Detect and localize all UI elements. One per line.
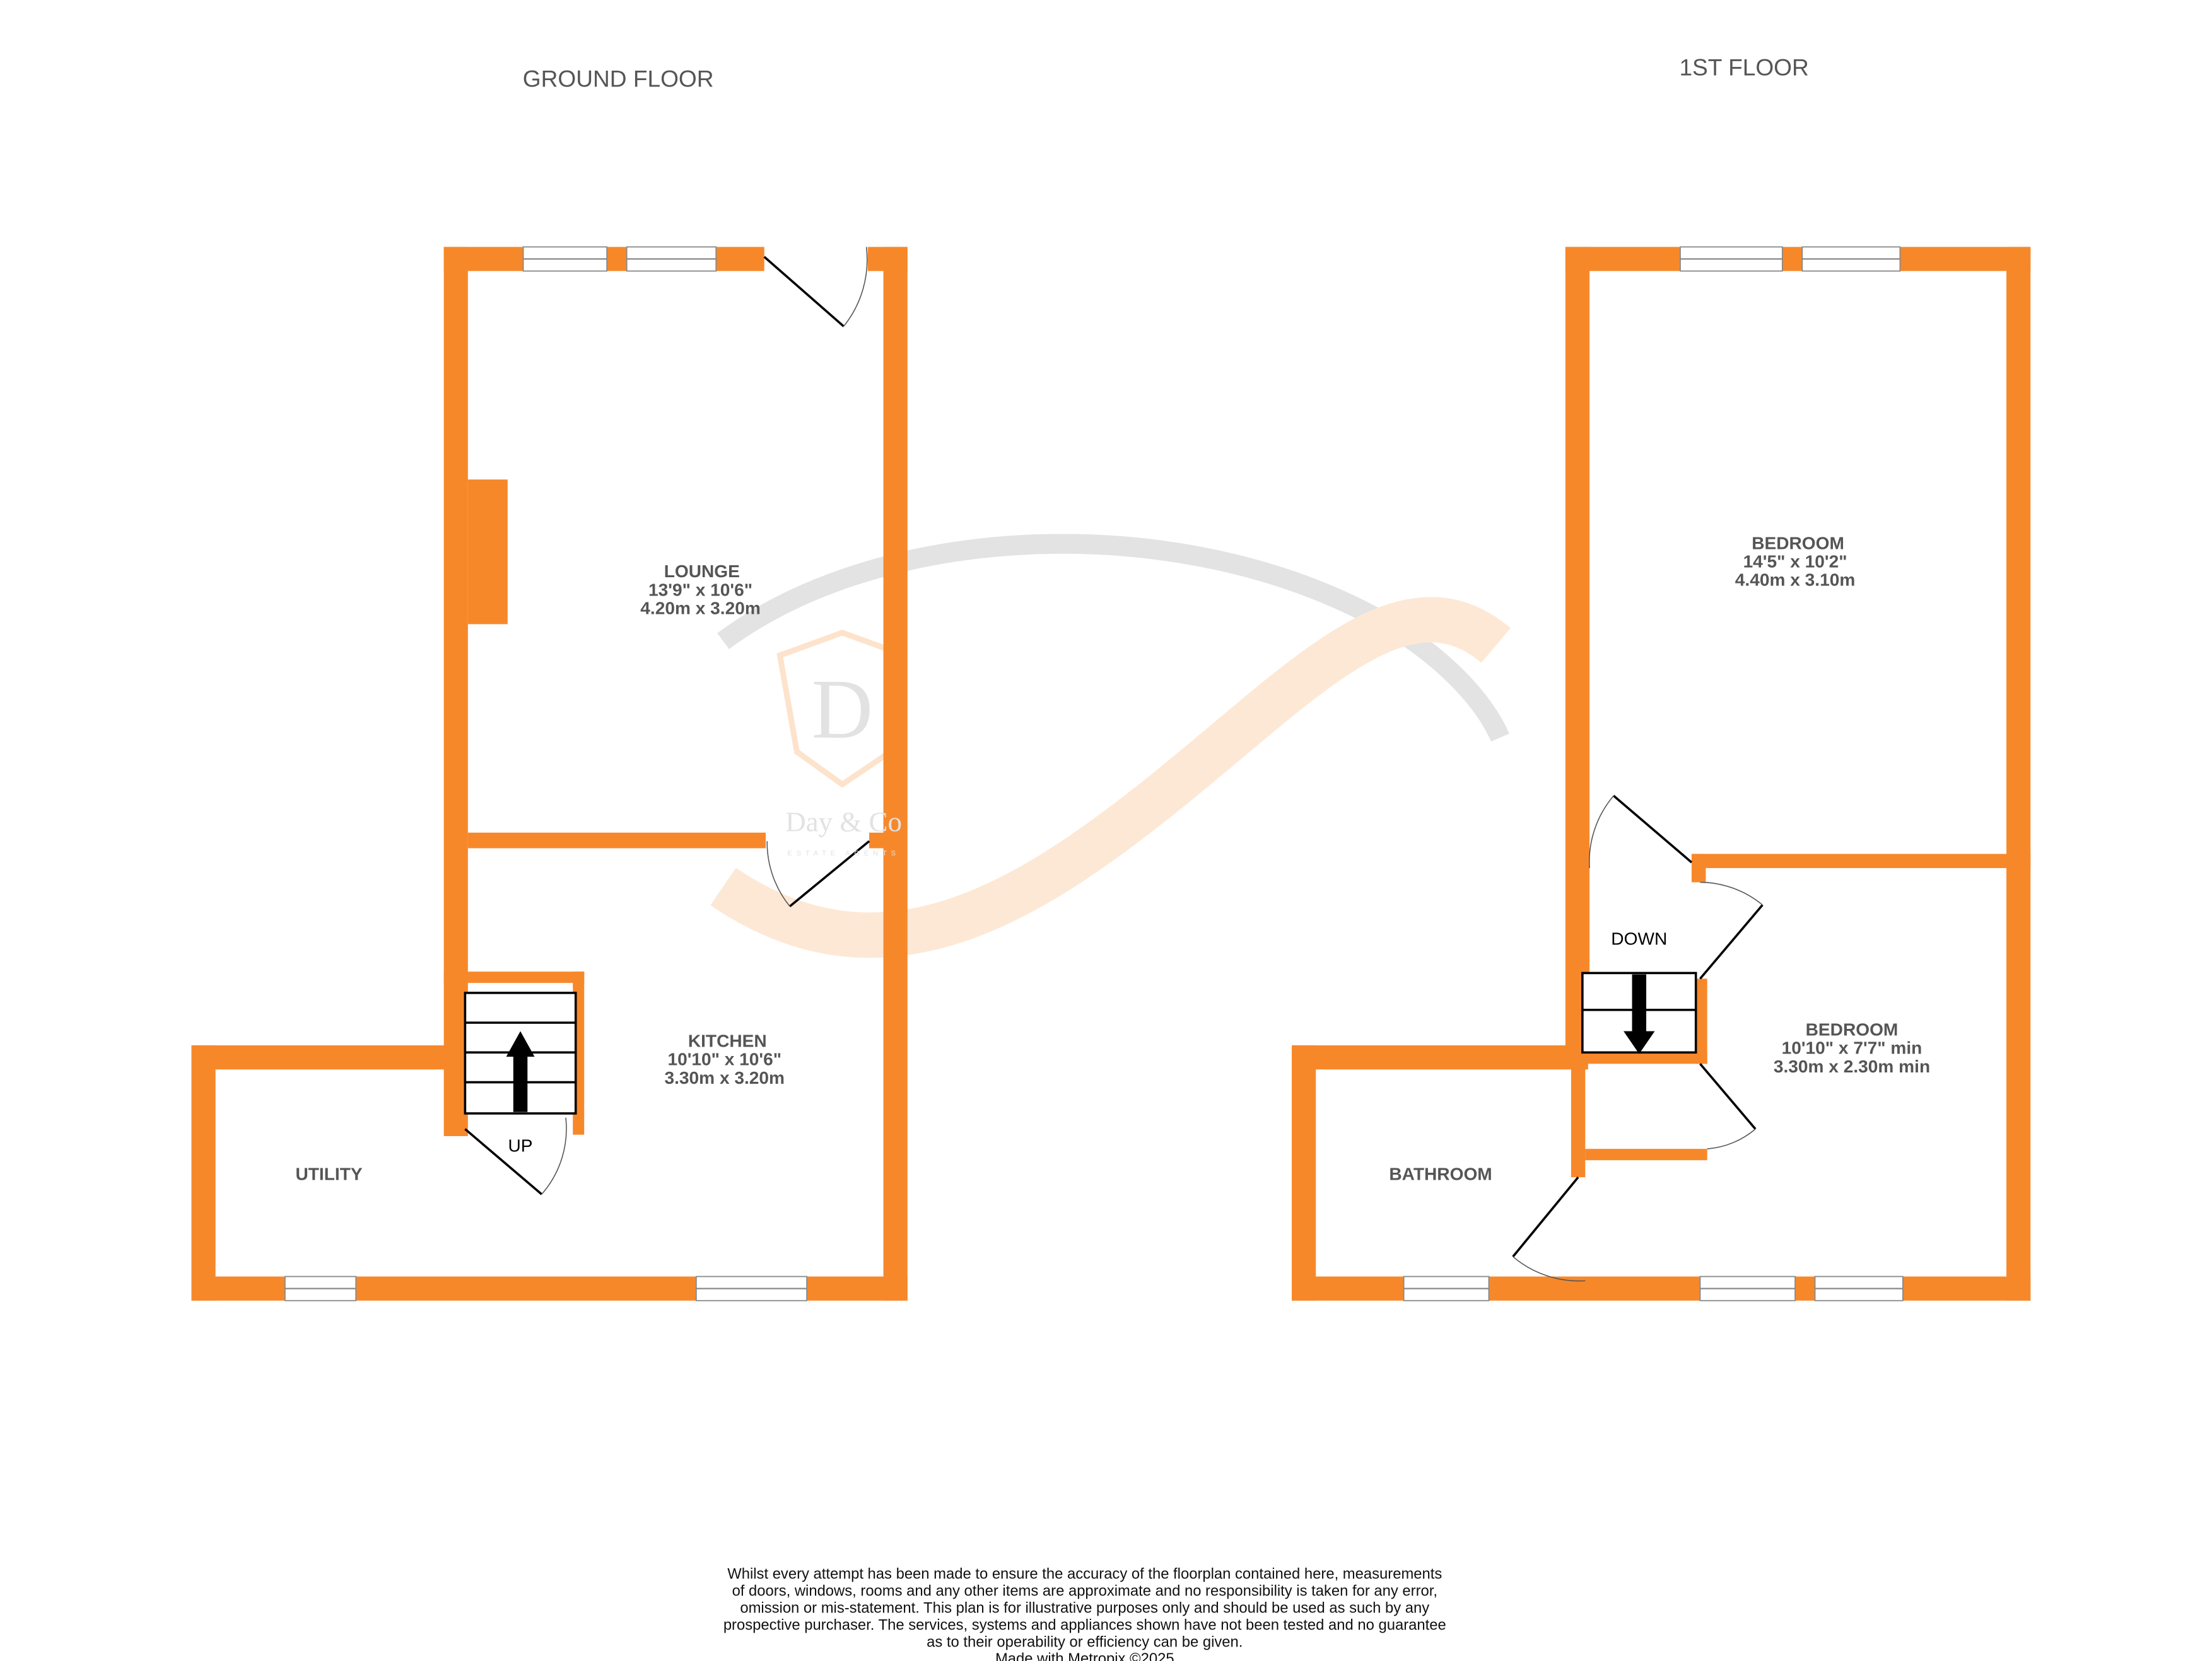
ground-floor-title: GROUND FLOOR [523,65,714,91]
lounge-name: LOUNGE [664,561,740,581]
utility-name: UTILITY [295,1165,362,1184]
kitchen-metric: 3.30m x 3.20m [664,1068,785,1088]
disclaimer-line: of doors, windows, rooms and any other i… [732,1582,1437,1599]
credit: Made with Metropix ©2025 [995,1650,1174,1661]
disclaimer-line: prospective purchaser. The services, sys… [723,1616,1446,1633]
bedroom2-name: BEDROOM [1806,1019,1899,1039]
bathroom-name: BATHROOM [1389,1165,1492,1184]
window [284,246,808,1301]
bedroom1-name: BEDROOM [1752,533,1844,553]
watermark-tagline: ESTATE AGENTS [787,850,899,857]
disclaimer-line: as to their operability or efficiency ca… [927,1633,1243,1650]
kitchen-imperial: 10'10" x 10'6" [667,1050,781,1069]
lounge-metric: 4.20m x 3.20m [640,599,761,618]
bedroom2-imperial: 10'10" x 7'7" min [1782,1038,1922,1058]
disclaimer-line: omission or mis-statement. This plan is … [740,1599,1429,1616]
watermark-text: Day & Co ESTATE AGENTS [785,806,902,857]
stairs-down-label: DOWN [1611,929,1667,948]
watermark-brand: Day & Co [785,806,902,838]
watermark: D [710,534,1511,958]
door [1512,795,1764,1282]
lounge-imperial: 13'9" x 10'6" [648,580,752,599]
first-floor-plan: DOWN BEDROOM 14'5" x 10'2" 4.40m x 3.10m… [1291,246,2031,1301]
disclaimer-line: Whilst every attempt has been made to en… [727,1565,1442,1582]
staircase-down [1581,971,1697,1054]
stairs-up-label: UP [508,1136,533,1156]
ground-floor-plan: UP LOUNGE 13'9" x 10'6" 4.20m x 3.20m KI… [191,246,908,1301]
kitchen-name: KITCHEN [688,1031,767,1050]
staircase-up [464,992,577,1115]
disclaimer: Whilst every attempt has been made to en… [723,1565,1446,1661]
first-floor-title: 1ST FLOOR [1679,54,1808,80]
arrow-down-icon [1624,974,1655,1054]
bedroom1-metric: 4.40m x 3.10m [1735,570,1856,590]
door [464,247,870,1195]
window [1403,246,1904,1301]
bedroom1-imperial: 14'5" x 10'2" [1743,551,1847,571]
bedroom2-metric: 3.30m x 2.30m min [1774,1057,1930,1076]
watermark-letter: D [812,662,873,756]
